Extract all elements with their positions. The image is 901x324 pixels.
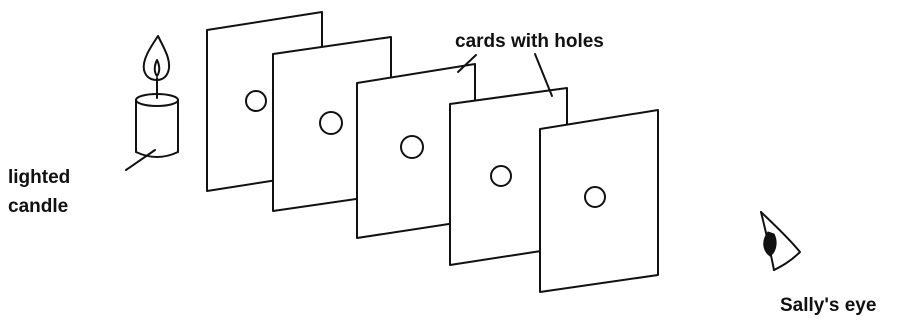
card-hole <box>319 111 343 135</box>
candle-flame-inner <box>153 59 161 77</box>
cards-label: cards with holes <box>455 31 604 52</box>
candle-bottom <box>135 151 179 158</box>
candle-leader-line <box>125 149 156 171</box>
card-hole <box>400 135 424 159</box>
eye-label: Sally's eye <box>780 295 876 316</box>
eye-pupil <box>763 231 777 257</box>
candle-icon <box>135 35 179 158</box>
candle-label-line1: lighted <box>8 167 70 188</box>
eye-outline <box>760 211 801 271</box>
candle-label-line2: candle <box>8 196 68 217</box>
card-5 <box>539 109 659 293</box>
card-hole <box>584 186 606 208</box>
card-hole <box>490 165 512 187</box>
cards-leader-line-2 <box>534 53 553 97</box>
cards-leader-line-1 <box>457 54 477 73</box>
eye-icon <box>760 211 801 271</box>
card-hole <box>245 90 267 112</box>
